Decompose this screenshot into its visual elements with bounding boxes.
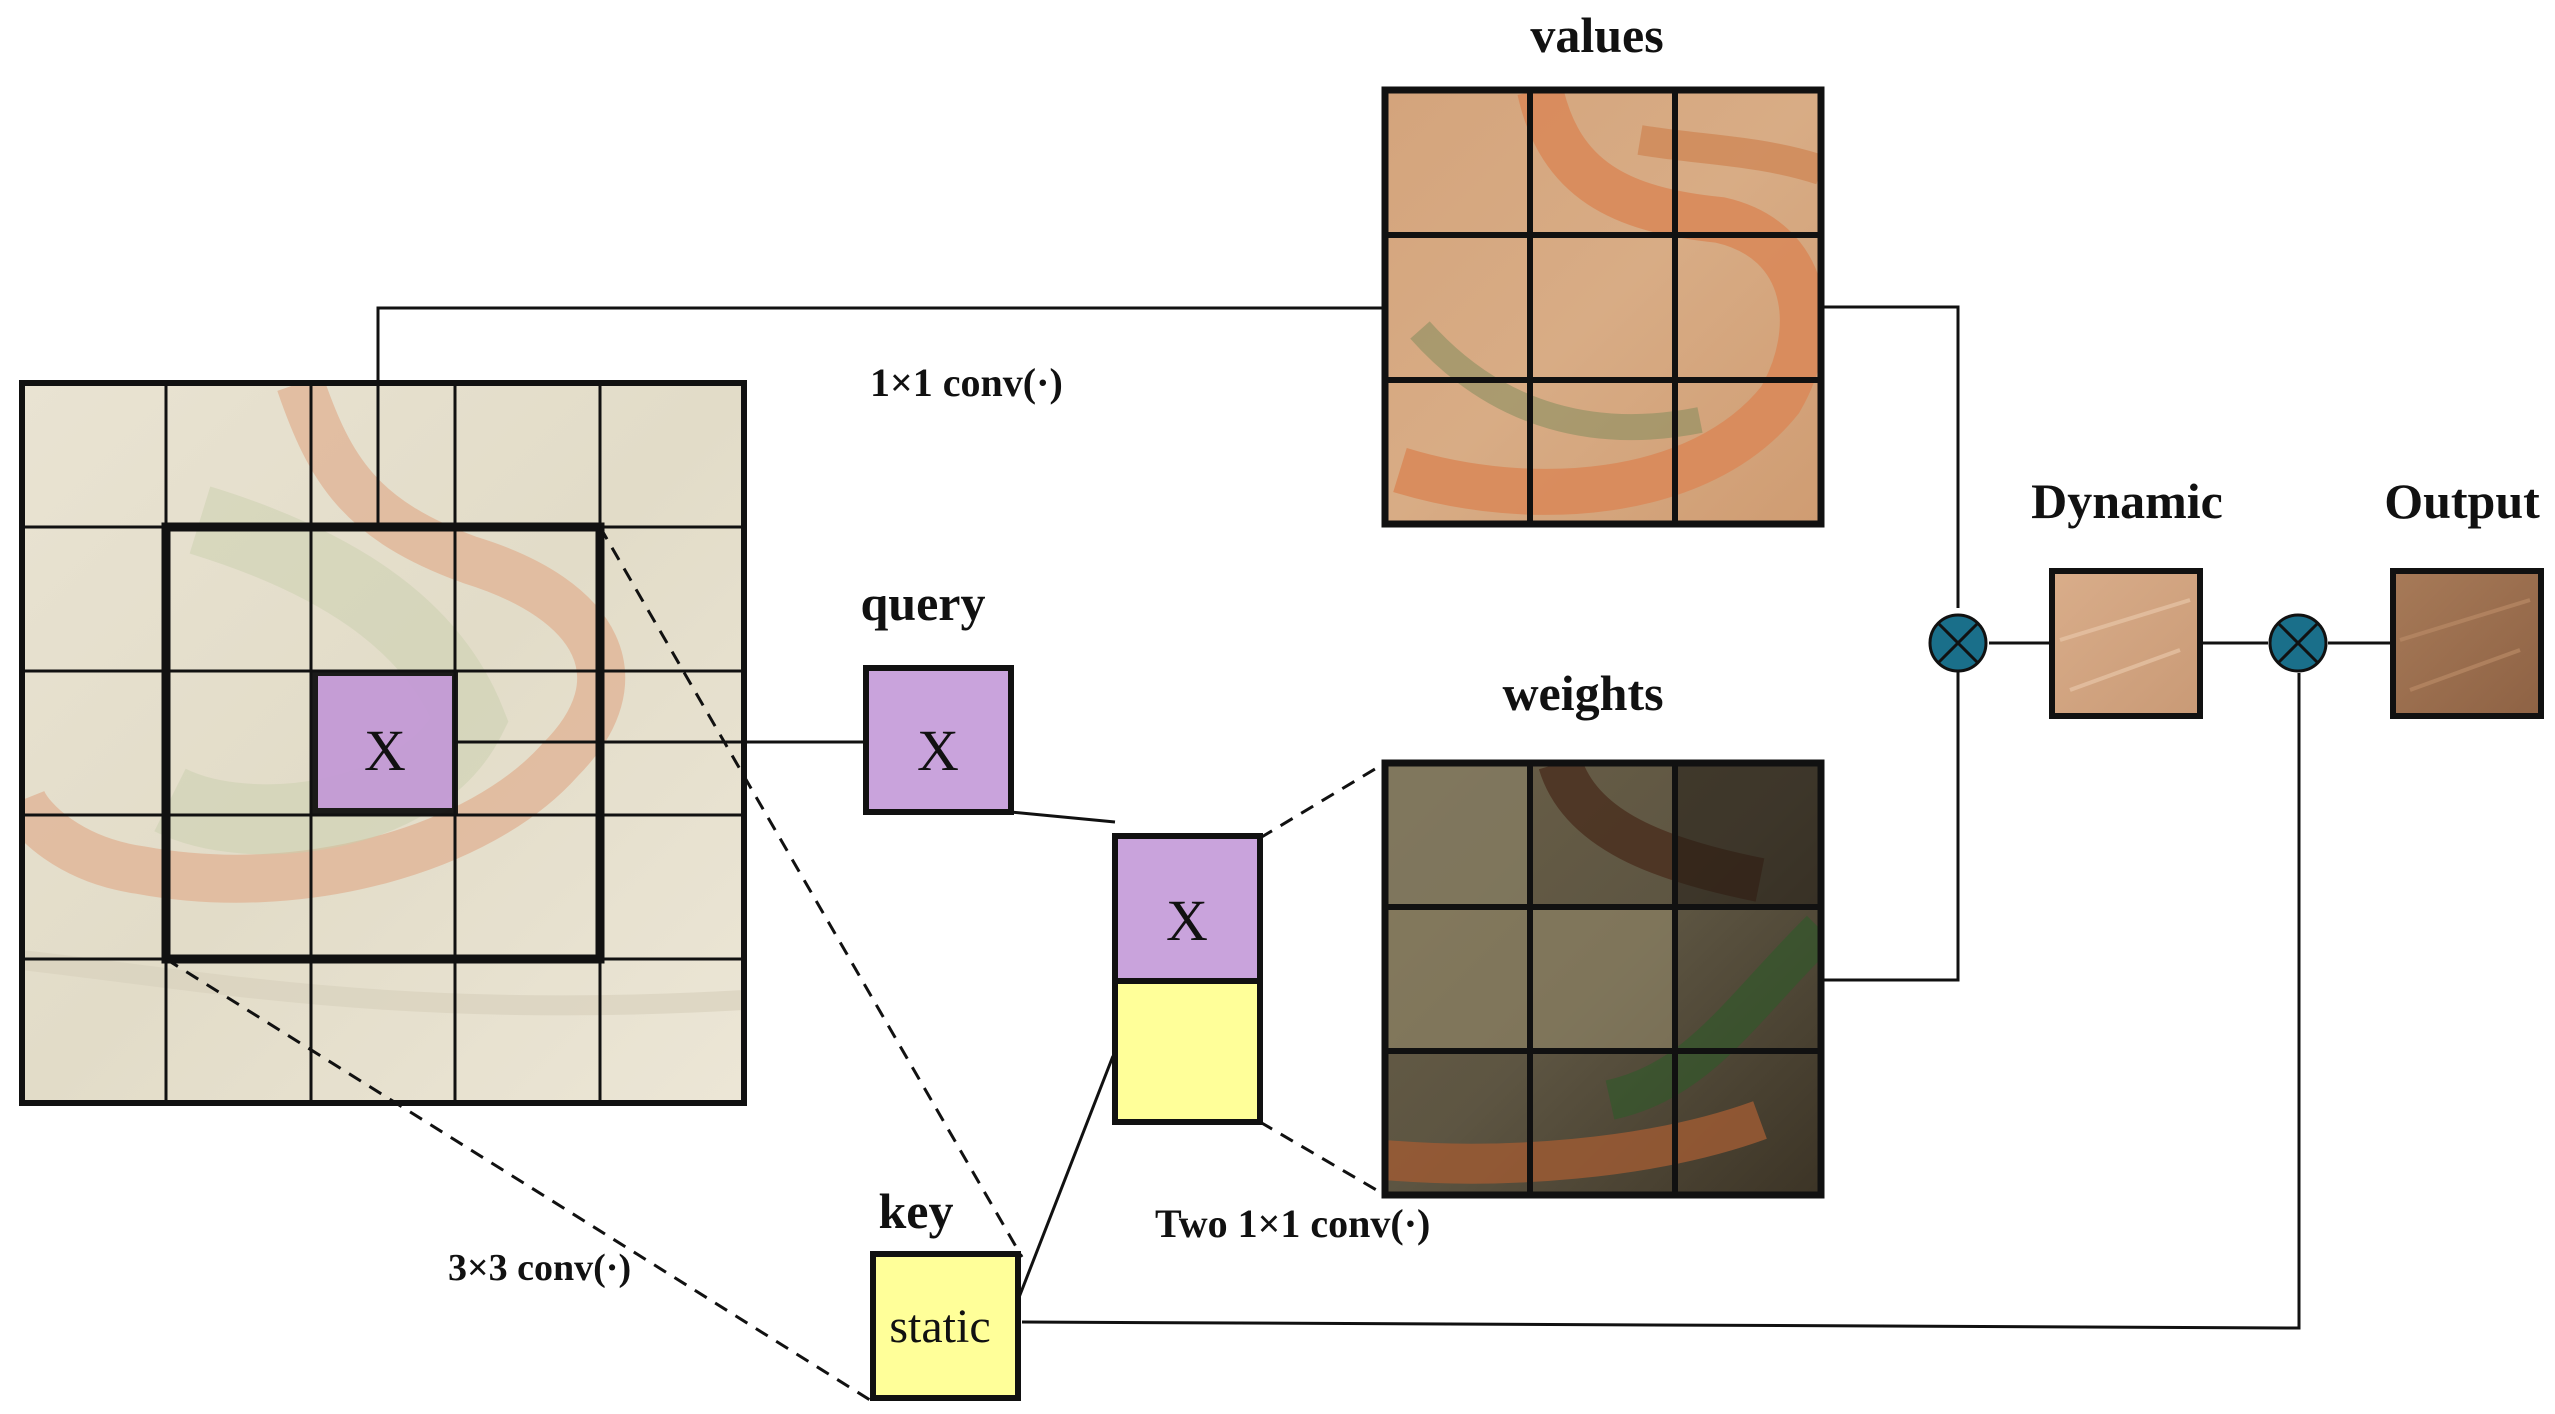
line-key-to-concat bbox=[1016, 1055, 1115, 1301]
line-values-to-multiply bbox=[1821, 305, 1960, 608]
connectors bbox=[376, 305, 2393, 1330]
query-cell bbox=[863, 665, 1014, 815]
dash-concat-to-weights-top bbox=[1259, 761, 1386, 840]
line-key-to-multiply bbox=[1021, 673, 2301, 1330]
query-cell-label: X bbox=[917, 718, 959, 783]
output-label: Output bbox=[2384, 473, 2540, 529]
conv-1x1-label: 1×1 conv(·) bbox=[870, 360, 1063, 405]
dashed-projections bbox=[165, 526, 1386, 1402]
key-box: static bbox=[870, 1251, 1021, 1401]
values-map-border bbox=[1381, 86, 1825, 528]
key-cell bbox=[870, 1251, 1021, 1401]
dynamic-block bbox=[2049, 568, 2203, 719]
dash-concat-to-weights-bottom bbox=[1259, 1120, 1386, 1197]
output-cell bbox=[2390, 568, 2544, 719]
multiply-operator-1 bbox=[1928, 613, 1988, 673]
weights-map bbox=[1381, 759, 1825, 1199]
concat-box: X bbox=[1112, 833, 1263, 1125]
values-map bbox=[1381, 86, 1825, 528]
line-weights-to-multiply bbox=[1821, 670, 1960, 982]
line-input-to-values bbox=[376, 306, 1385, 527]
concat-key-cell bbox=[1112, 978, 1263, 1125]
key-cell-label: static bbox=[889, 1300, 990, 1353]
dynamic-cell bbox=[2049, 568, 2203, 719]
values-map-grid bbox=[1385, 90, 1821, 524]
dash-window-to-key-bottom bbox=[165, 957, 871, 1402]
query-label: query bbox=[861, 575, 986, 631]
values-label: values bbox=[1530, 7, 1663, 63]
values-map-texture bbox=[1393, 90, 1821, 515]
conv-two-1x1-label: Two 1×1 conv(·) bbox=[1155, 1201, 1430, 1246]
dynamic-texture bbox=[2059, 598, 2191, 692]
weights-map-grid bbox=[1385, 763, 1821, 1195]
conv-3x3-label: 3×3 conv(·) bbox=[448, 1247, 631, 1289]
dynamic-label: Dynamic bbox=[2031, 473, 2223, 529]
dash-window-to-key-top bbox=[598, 526, 1024, 1258]
line-query-to-concat bbox=[1010, 810, 1116, 824]
multiply-operator-2 bbox=[2268, 613, 2328, 673]
query-box: X bbox=[863, 665, 1014, 815]
concat-query-label: X bbox=[1166, 888, 1208, 953]
weights-map-border bbox=[1381, 759, 1825, 1199]
input-center-label: X bbox=[364, 718, 406, 783]
weights-label: weights bbox=[1502, 665, 1663, 721]
output-texture bbox=[2399, 598, 2531, 692]
output-block bbox=[2390, 568, 2544, 719]
key-label: key bbox=[879, 1183, 954, 1239]
